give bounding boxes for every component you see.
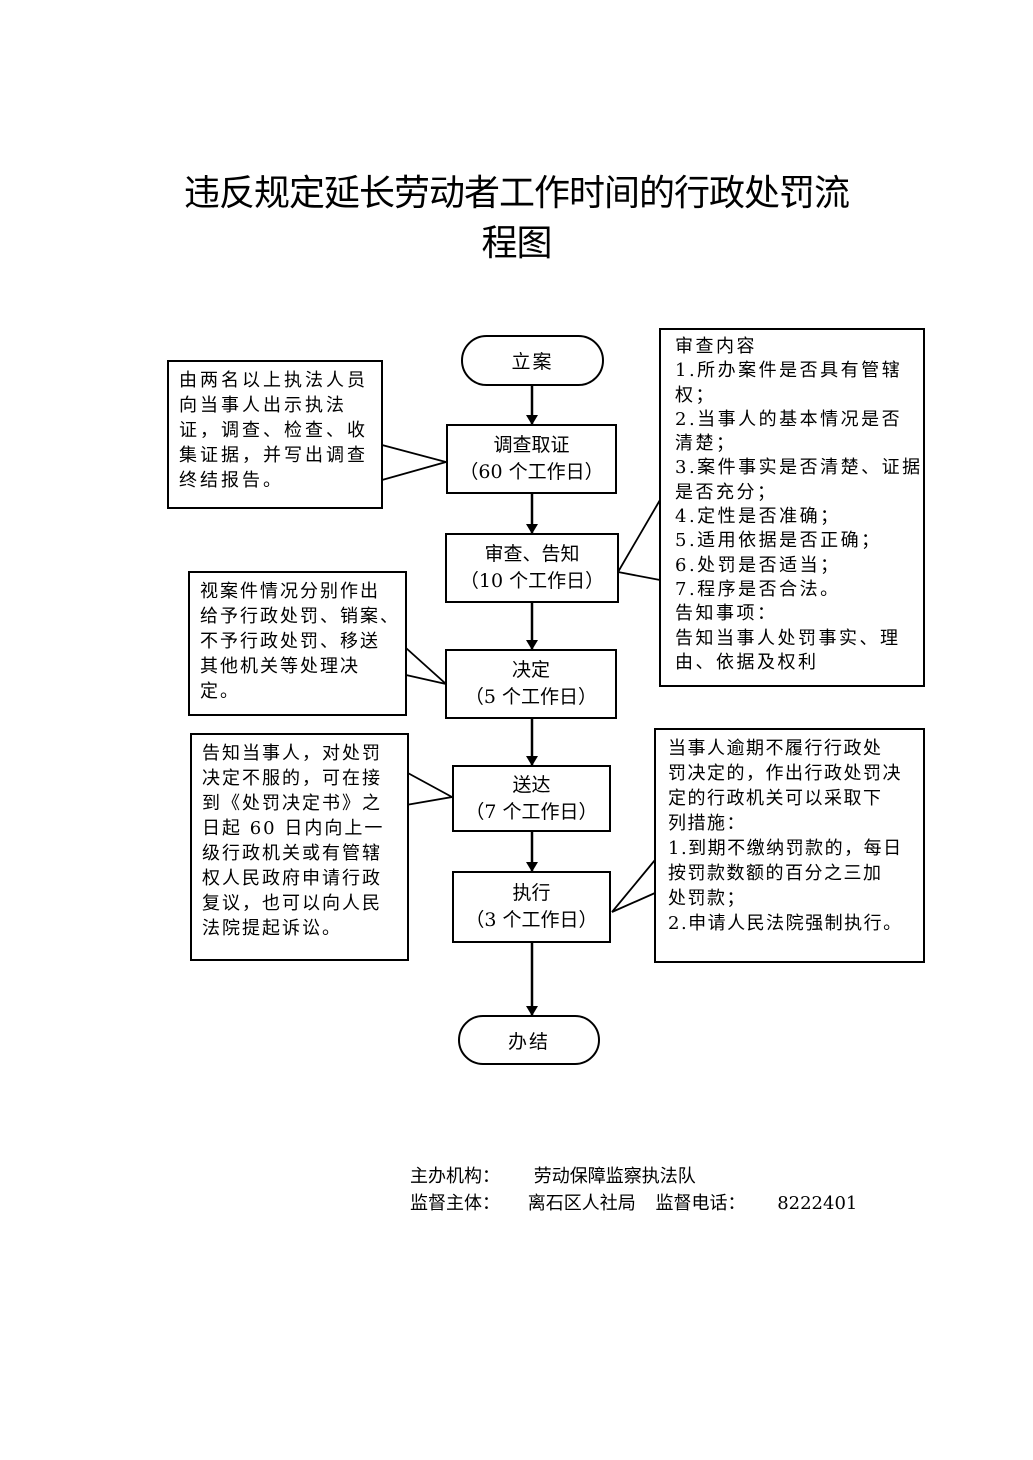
- flow-step-label: 调查取证: [493, 434, 570, 456]
- note-line: 2.申请人民法院强制执行。: [668, 913, 903, 934]
- footer-supervision: 监督主体： 离石区人社局 监督电话： 8222401: [410, 1189, 857, 1215]
- note-line: 视案件情况分别作出: [200, 581, 380, 602]
- flow-step-execution: 执行 （3 个工作日）: [452, 871, 611, 943]
- note-line: 向当事人出示执法: [179, 395, 347, 416]
- note-line: 由两名以上执法人员: [179, 370, 368, 391]
- note-line: 权；: [675, 384, 716, 406]
- note-line: 1.到期不缴纳罚款的，每日: [668, 838, 903, 859]
- footer-host-label: 主办机构：: [410, 1166, 500, 1187]
- flow-step-time: （7 个工作日）: [465, 800, 598, 823]
- note-line: 告知事项：: [675, 603, 778, 625]
- note-line: 7.程序是否合法。: [675, 578, 841, 600]
- note-line: 6.处罚是否适当；: [675, 554, 841, 576]
- note-delivery: 告知当事人，对处罚 决定不服的，可在接 到《处罚决定书》之 日起 60 日内向上…: [190, 733, 409, 961]
- flow-step-label: 审查、告知: [484, 543, 580, 565]
- note-line: 集证据，并写出调查: [179, 445, 368, 466]
- note-investigation: 由两名以上执法人员 向当事人出示执法 证，调查、检查、收 集证据，并写出调查 终…: [167, 360, 383, 509]
- note-line: 终结报告。: [179, 470, 284, 491]
- note-line: 按罚款数额的百分之三加: [668, 863, 883, 884]
- flow-step-time: （5 个工作日）: [464, 686, 598, 708]
- note-line: 4.定性是否准确；: [675, 506, 841, 528]
- flow-step-time: （10 个工作日）: [459, 570, 605, 592]
- note-line: 处罚款；: [668, 888, 746, 909]
- note-review: 审查内容 1.所办案件是否具有管辖 权； 2.当事人的基本情况是否 清楚； 3.…: [659, 328, 925, 687]
- note-line: 决定不服的，可在接: [202, 768, 382, 789]
- footer-supervisor-value: 离石区人社局: [527, 1193, 636, 1214]
- note-line: 法院提起诉讼。: [202, 918, 342, 939]
- note-line: 定的行政机关可以采取下: [668, 788, 883, 809]
- note-line: 5.适用依据是否正确；: [675, 530, 882, 552]
- note-line: 给予行政处罚、销案、: [200, 606, 400, 627]
- note-line: 3.案件事实是否清楚、证据: [675, 457, 923, 479]
- note-line: 复议，也可以向人民: [202, 893, 382, 914]
- note-line: 当事人逾期不履行行政处: [668, 738, 883, 759]
- note-line: 列措施：: [668, 813, 746, 834]
- flow-step-label: 执行: [512, 882, 551, 904]
- callout-pointer-execution: [611, 859, 656, 913]
- flow-end-node: 办结: [458, 1015, 600, 1065]
- note-line: 罚决定的，作出行政处罚决: [668, 763, 902, 784]
- note-line: 定。: [200, 681, 240, 702]
- footer-phone-value: 8222401: [777, 1193, 858, 1214]
- note-line: 其他机关等处理决: [200, 656, 360, 677]
- callout-pointer-review: [616, 499, 661, 581]
- note-line: 审查内容: [675, 336, 757, 357]
- flow-step-investigation: 调查取证 （60 个工作日）: [446, 424, 617, 494]
- note-line: 告知当事人，对处罚: [202, 743, 382, 764]
- footer-host-value: 劳动保障监察执法队: [533, 1166, 696, 1187]
- flow-step-label: 决定: [511, 659, 550, 681]
- note-line: 权人民政府申请行政: [202, 868, 382, 889]
- callout-pointer-decision: [405, 647, 450, 686]
- note-line: 1.所办案件是否具有管辖: [675, 360, 903, 382]
- note-line: 2.当事人的基本情况是否: [675, 408, 903, 430]
- note-line: 到《处罚决定书》之: [202, 793, 382, 814]
- page-title: 违反规定延长劳动者工作时间的行政处罚流: [183, 173, 850, 214]
- note-line: 证，调查、检查、收: [179, 420, 368, 441]
- note-line: 清楚；: [675, 433, 737, 455]
- footer-phone-label: 监督电话：: [655, 1193, 746, 1214]
- flow-step-decision: 决定 （5 个工作日）: [445, 649, 617, 719]
- flow-step-review: 审查、告知 （10 个工作日）: [445, 533, 619, 603]
- note-line: 告知当事人处罚事实、理: [675, 627, 901, 649]
- footer-host: 主办机构： 劳动保障监察执法队: [410, 1162, 696, 1188]
- footer-supervisor-label: 监督主体：: [410, 1193, 500, 1214]
- flow-step-delivery: 送达 （7 个工作日）: [452, 765, 611, 832]
- note-line: 是否充分；: [675, 481, 778, 503]
- note-decision: 视案件情况分别作出 给予行政处罚、销案、 不予行政处罚、移送 其他机关等处理决 …: [188, 571, 407, 716]
- note-execution: 当事人逾期不履行行政处 罚决定的，作出行政处罚决 定的行政机关可以采取下 列措施…: [654, 728, 925, 963]
- flow-step-time: （60 个工作日）: [459, 461, 604, 483]
- flow-step-label: 送达: [512, 773, 551, 796]
- note-line: 由、依据及权利: [675, 651, 819, 673]
- page-title-continued: 程图: [481, 223, 552, 264]
- callout-pointer-investigation: [381, 444, 450, 481]
- note-line: 级行政机关或有管辖: [202, 843, 382, 864]
- note-line: 不予行政处罚、移送: [200, 631, 380, 652]
- flow-step-time: （3 个工作日）: [465, 909, 598, 931]
- callout-pointer-delivery: [405, 771, 455, 806]
- flow-start-node: 立案: [461, 335, 604, 386]
- note-line: 日起 60 日内向上一: [202, 818, 385, 839]
